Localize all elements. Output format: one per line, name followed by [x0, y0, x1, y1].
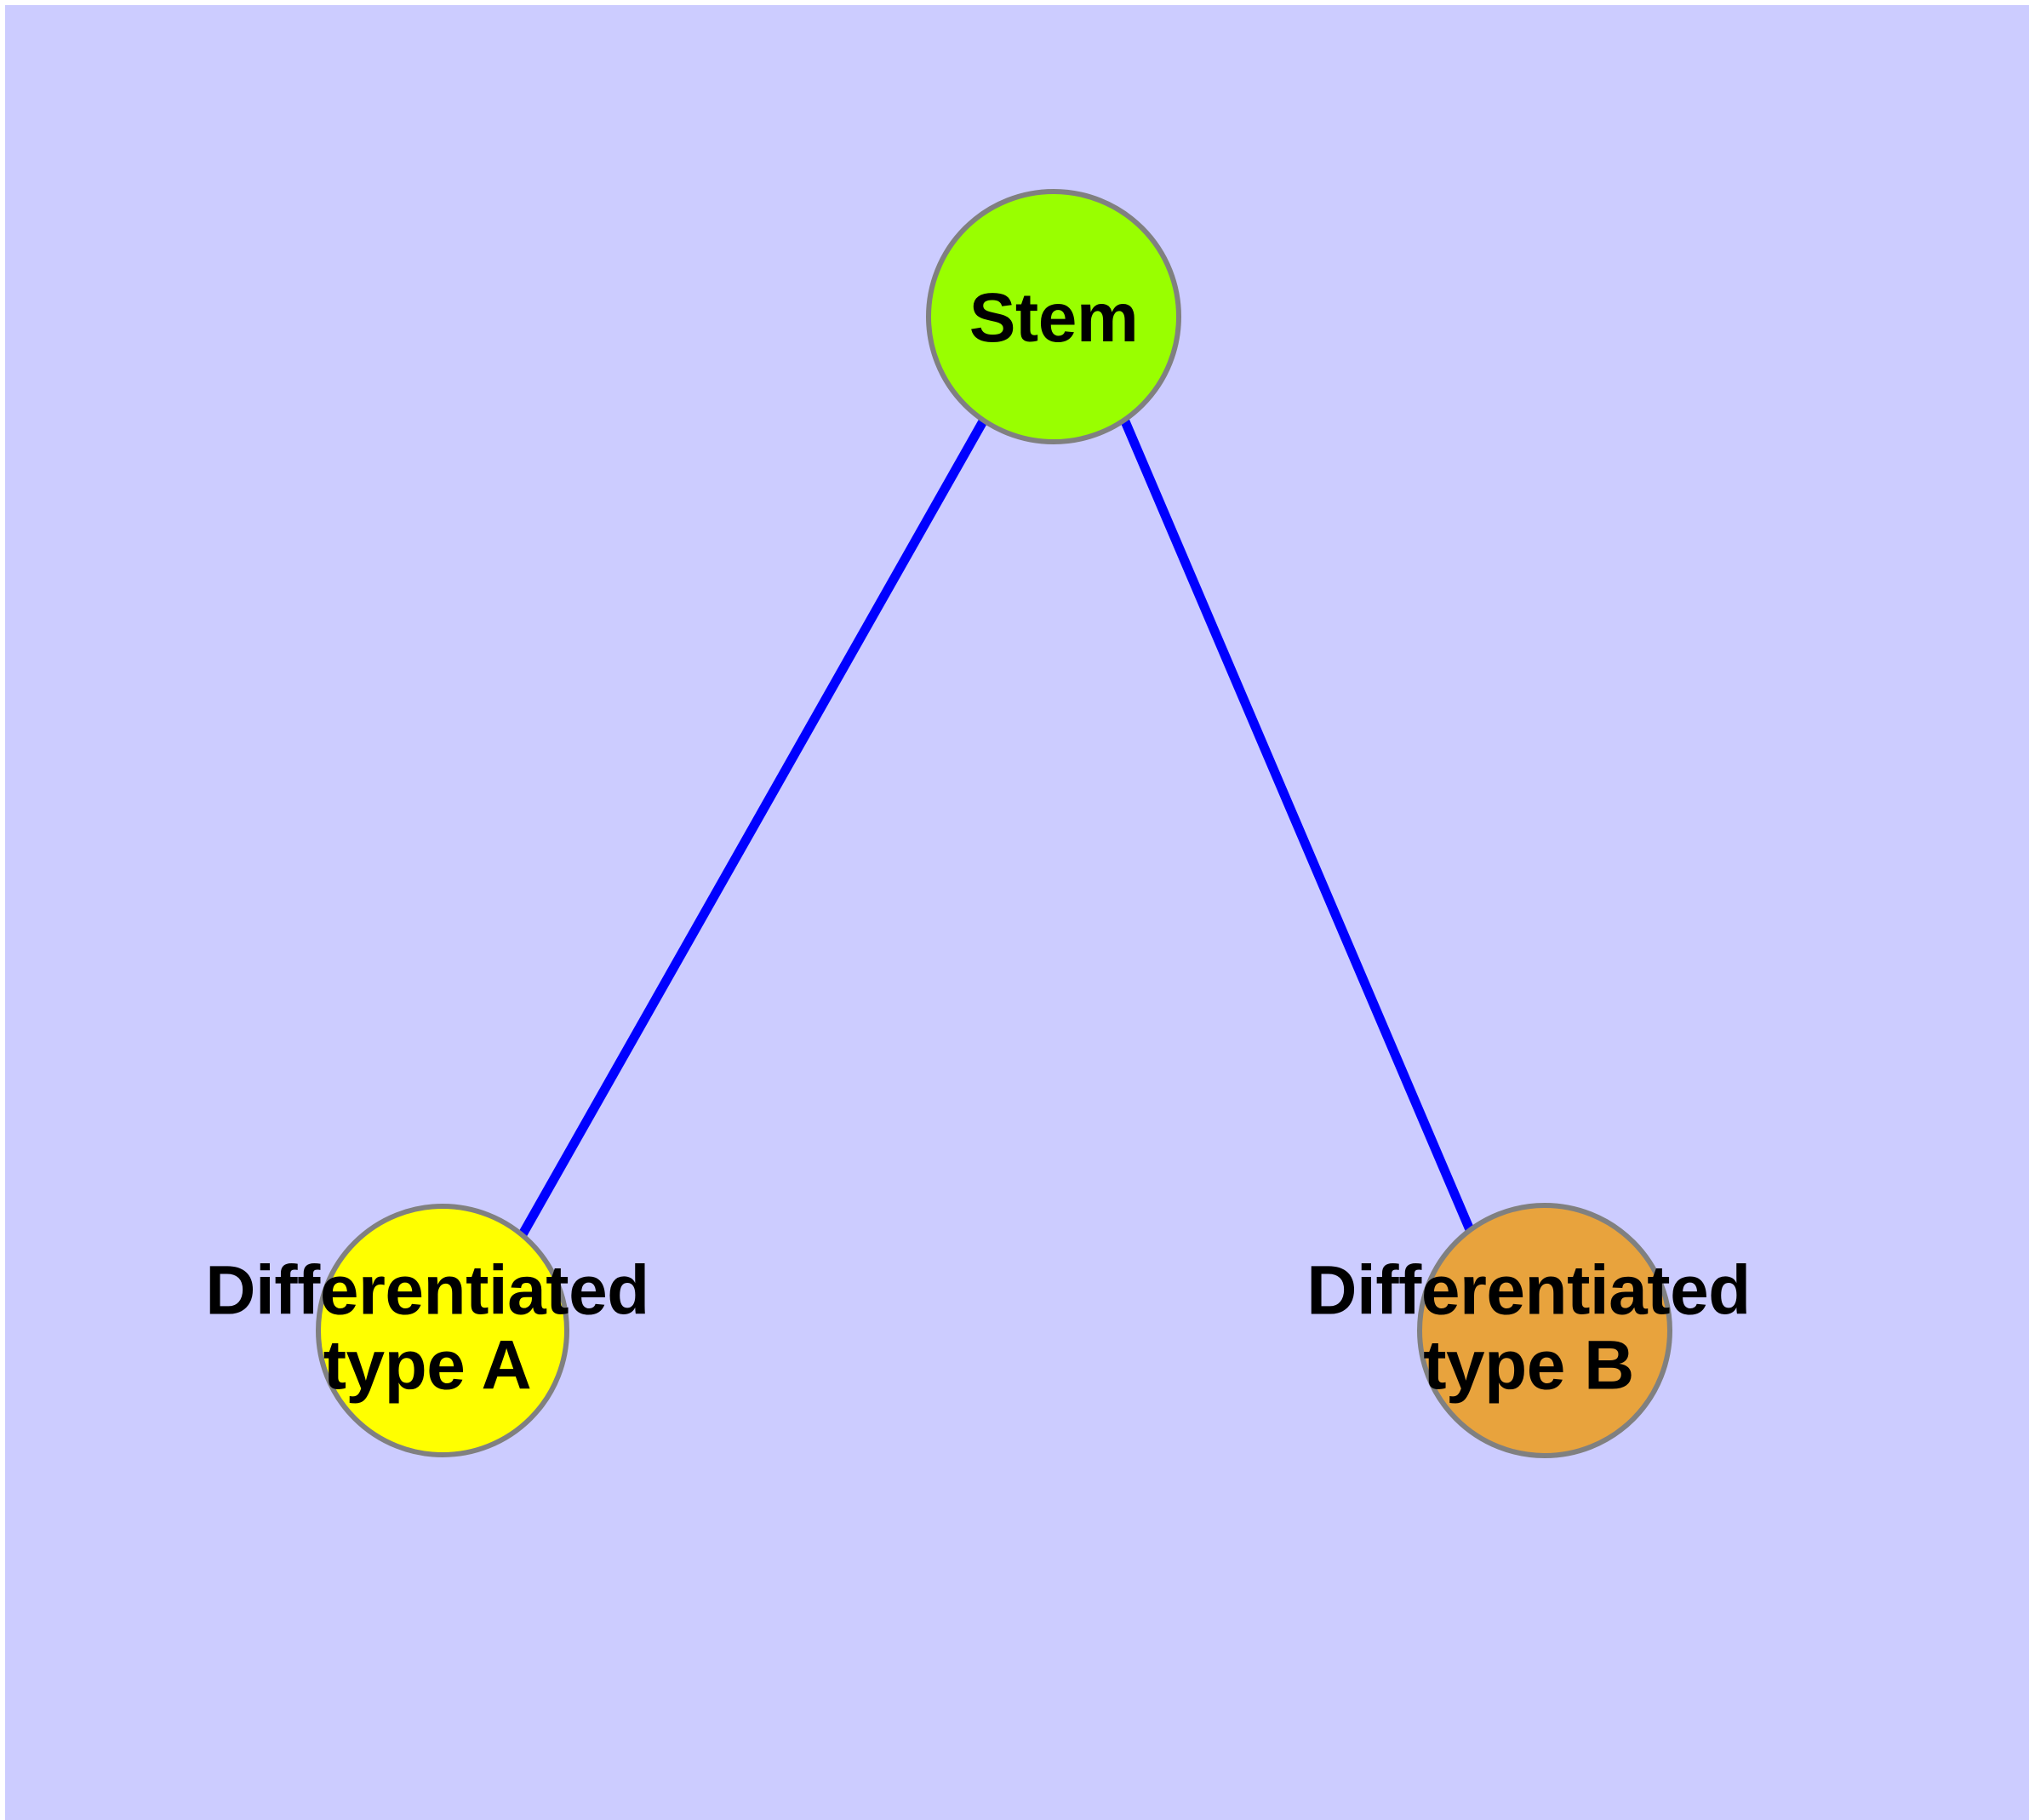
- node-stem[interactable]: [926, 189, 1181, 444]
- edge-stem-to-diff-a[interactable]: [518, 419, 987, 1237]
- edge-layer: [518, 419, 1476, 1237]
- node-differentiated-type-b[interactable]: [1417, 1203, 1672, 1458]
- node-layer: [316, 189, 1672, 1458]
- edge-stem-to-diff-b[interactable]: [1120, 419, 1476, 1234]
- node-differentiated-type-a[interactable]: [316, 1204, 569, 1457]
